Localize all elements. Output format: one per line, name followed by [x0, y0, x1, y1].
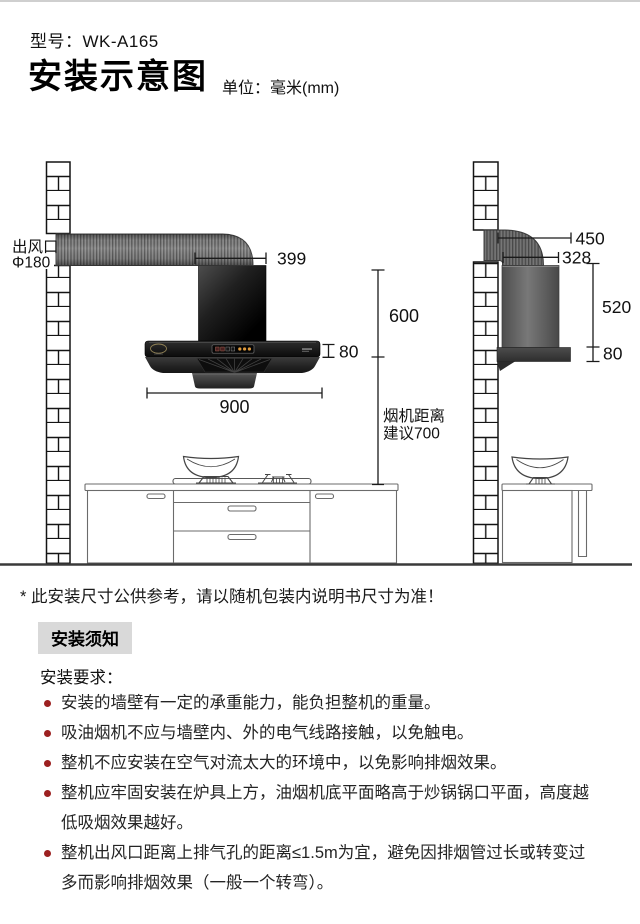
bullet-icon [44, 729, 51, 737]
list-item: 安装的墙壁有一定的承重能力，能负担整机的重量。 [44, 688, 622, 718]
hood-chimney-front [198, 265, 267, 346]
dim-450-label: 450 [576, 229, 605, 249]
note-text: 安装的墙壁有一定的承重能力，能负担整机的重量。 [61, 694, 441, 712]
top-divider [0, 0, 640, 2]
unit-label: 单位：毫米(mm) [222, 80, 340, 97]
dim-600-label: 600 [389, 306, 419, 326]
drawer-handle [227, 533, 257, 541]
door-handle [314, 493, 335, 500]
footnote: * 此安装尺寸公供参考，请以随机包装内说明书尺寸为准！ [20, 588, 444, 606]
countertop [84, 483, 399, 492]
dimension-80-front [322, 343, 335, 358]
outlet-label-line1: 出风口 [12, 238, 59, 256]
suggest-label-line2: 建议700 [383, 425, 440, 443]
dimension-520 [586, 262, 600, 348]
dim-80-front-label: 80 [339, 342, 359, 362]
dim-80-side-label: 80 [603, 344, 623, 364]
left-wall-column [45, 161, 71, 565]
bullet-icon [44, 789, 51, 797]
hood-vent-grille [196, 358, 273, 373]
outlet-label-line2: Φ180 [12, 255, 51, 272]
cabinet-body [86, 489, 398, 564]
dimension-328 [502, 252, 560, 263]
dimension-600 [371, 269, 385, 358]
note-text: 吸油烟机不应与墙壁内、外的电气线路接触，以免触电。 [61, 724, 474, 742]
exhaust-duct-side [483, 229, 545, 266]
range-hood-front [144, 340, 321, 389]
dimension-900 [146, 387, 323, 399]
install-requirements-list: 安装的墙壁有一定的承重能力，能负担整机的重量。 吸油烟机不应与墙壁内、外的电气线… [44, 688, 622, 898]
kitchen-cabinet [84, 477, 399, 564]
requirements-label: 安装要求： [40, 669, 123, 687]
note-text: 整机出风口距离上排气孔的距离≤1.5m为宜，避免因排烟管过长或转变过 多而影响排… [61, 844, 586, 892]
dim-520-label: 520 [602, 297, 631, 317]
door-handle [146, 493, 166, 500]
dim-399-label: 399 [277, 249, 306, 269]
side-table [501, 483, 593, 564]
hood-logo-icon [150, 343, 167, 355]
model-number: 型号：WK-A165 [30, 32, 159, 51]
right-wall-column [472, 161, 499, 565]
note-text: 整机应牢固安装在炉具上方，油烟机底平面略高于炒锅锅口平面，高度越 低吸烟效果越好… [61, 784, 589, 832]
note-text: 整机不应安装在空气对流太大的环境中，以免影响排烟效果。 [61, 754, 507, 772]
dimension-suggest-700 [372, 357, 384, 486]
dimension-450 [497, 232, 572, 244]
bullet-icon [44, 699, 51, 707]
outlet-label: 出风口 Φ180 [8, 235, 59, 272]
range-hood-side [496, 265, 571, 371]
gas-burner [258, 474, 297, 484]
wok-side [511, 456, 569, 485]
dim-328-label: 328 [562, 248, 591, 268]
table-leg [577, 490, 588, 558]
drawer-handle [227, 505, 257, 512]
wok-front [182, 455, 240, 484]
table-body [501, 489, 573, 564]
bullet-icon [44, 849, 51, 857]
section-title-install-notes: 安装须知 [38, 622, 132, 654]
page-title: 安装示意图 [28, 58, 208, 96]
list-item: 整机不应安装在空气对流太大的环境中，以免影响排烟效果。 [44, 748, 622, 778]
suggest-label-line1: 烟机距离 [383, 407, 445, 425]
dim-900-label: 900 [219, 397, 249, 417]
hood-control-panel [211, 344, 255, 354]
list-item: 整机应牢固安装在炉具上方，油烟机底平面略高于炒锅锅口平面，高度越 低吸烟效果越好… [44, 778, 622, 838]
bullet-icon [44, 759, 51, 767]
dimension-399 [194, 252, 267, 264]
list-item: 整机出风口距离上排气孔的距离≤1.5m为宜，避免因排烟管过长或转变过 多而影响排… [44, 838, 622, 898]
dimension-80-side [586, 347, 600, 363]
exhaust-duct-front [55, 233, 254, 266]
list-item: 吸油烟机不应与墙壁内、外的电气线路接触，以免触电。 [44, 718, 622, 748]
tabletop [501, 483, 593, 492]
hood-model-marking [302, 348, 312, 352]
